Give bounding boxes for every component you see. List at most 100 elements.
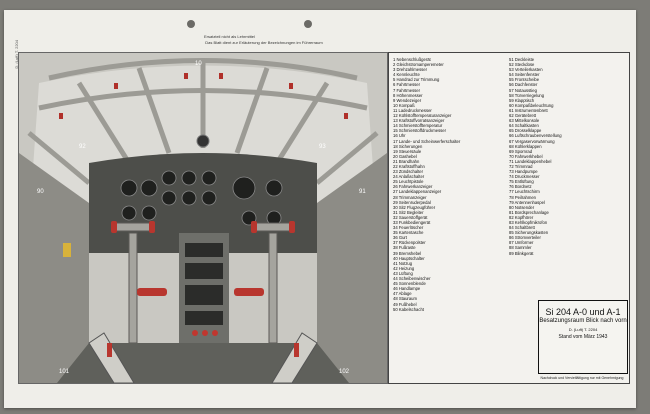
figure-label: 10 — [195, 61, 202, 67]
legend-item: 67 Vergaservorwärmung — [509, 138, 555, 144]
legend-item: 75 Entlüftung — [509, 179, 534, 185]
legend-item: 54 Seitenfenster — [509, 72, 540, 78]
legend-item: 10 Kompaß — [393, 102, 415, 108]
legend-item: 35 Kartentasche — [393, 230, 424, 236]
legend-item: 46 Handlampe — [393, 286, 421, 292]
legend-item: 37 Rückenpolster — [393, 240, 426, 246]
figure-label: 93 — [319, 144, 326, 150]
legend-item: 23 Zündschalter — [393, 169, 424, 175]
title-block-subtitle: Besatzungsraum Blick nach vorn — [539, 318, 627, 324]
legend-item: 41 Notzug — [393, 260, 413, 266]
legend-item: 33 Funkbediengerät — [393, 220, 431, 225]
legend-item: 30 Sitz Flugzeugführer — [393, 204, 436, 210]
legend-item: 15 Schmierstoffdruckmesser — [393, 128, 446, 134]
legend-item: 53 Verteilerkasten — [509, 67, 543, 73]
legend-item: 50 Kabelschacht — [393, 306, 424, 312]
figure-label: 90 — [37, 189, 44, 195]
legend-item: 61 Instrumentenbrett — [509, 107, 548, 113]
legend-item: 48 Stauraum — [393, 296, 417, 302]
legend-item: 18 Sicherungen — [393, 143, 423, 149]
legend-item: 65 Drosselklappe — [509, 128, 542, 134]
sheet-caption: Ersatzteil nicht als Lehrmittel — [204, 34, 255, 39]
legend-item: 5 Handrad zur Trimmung — [393, 77, 440, 83]
legend-item: 9 Wendezeiger — [393, 97, 422, 103]
cockpit-drawing: 10 90 91 92 93 101 102 — [19, 53, 387, 383]
title-block-date: Stand vom März 1943 — [558, 334, 608, 340]
legend-item: 88 Sammler — [509, 245, 532, 251]
legend-item: 31 Sitz Begleiter — [393, 209, 424, 215]
legend-item: 22 Kraftstoffhahn — [393, 163, 425, 169]
legend-item: 79 Antennenhaspel — [509, 199, 545, 205]
legend-item: 64 Schaltkasten — [509, 123, 539, 129]
legend-item: 78 Peilrahmen — [509, 194, 537, 200]
legend-item: 4 Kennleuchte — [393, 72, 420, 78]
legend-item: 63 Mittelkonsole — [509, 118, 540, 124]
legend-item: 66 Luftschraubenverstellung — [509, 133, 562, 139]
title-block: Si 204 A-0 und A-1 Besatzungsraum Blick … — [538, 300, 628, 374]
legend-item: 89 Blinkgerät — [509, 250, 534, 256]
legend-item: 60 Kompaßbeleuchtung — [509, 102, 554, 108]
legend-item: 7 Fahrtmesser — [393, 87, 420, 93]
legend-item: 87 Umformer — [509, 240, 534, 246]
legend-item: 43 Lüftung — [393, 270, 413, 276]
title-block-code: D. (Luft) T. 2204 — [568, 327, 598, 332]
legend-item: 34 Feuerlöscher — [393, 225, 424, 231]
footnote: Nachdruck und Vervielfältigung nur mit G… — [540, 376, 624, 380]
legend-item: 32 Sauerstoffgerät — [393, 214, 428, 220]
legend-item: 80 Notsender — [509, 204, 535, 210]
legend-item: 85 Sicherungskasten — [509, 230, 549, 236]
figure-label: 92 — [79, 144, 86, 150]
legend-item: 71 Landeklappenhebel — [509, 158, 552, 164]
legend-item: 69 Spornrad — [509, 148, 533, 154]
sheet-subcaption: Das Blatt dient zur Erläuterung der Beze… — [205, 40, 323, 45]
legend-item: 38 Fußraste — [393, 245, 416, 251]
legend-item: 73 Handpumpe — [509, 169, 538, 175]
legend-item: 51 Deckleiste — [509, 57, 535, 62]
legend-item: 62 Gerätebrett — [509, 113, 537, 119]
figure-label: 101 — [59, 369, 70, 375]
legend-item: 11 Ladedruckmesser — [393, 107, 432, 113]
legend-item: 28 Trimmanzeiger — [393, 194, 427, 200]
legend-item: 26 Fahrwerkanzeiger — [393, 184, 433, 190]
legend-item: 81 Bordsprechanlage — [509, 209, 549, 215]
figure-label: 91 — [359, 189, 366, 195]
legend-item: 49 Fußhebel — [393, 301, 417, 307]
legend-item: 1 Nebenschlußgerät — [393, 57, 431, 62]
legend-item: 58 Türverriegelung — [509, 92, 545, 98]
punch-hole — [187, 20, 195, 28]
legend-item: 45 Sonnenblende — [393, 281, 426, 287]
title-block-title: Si 204 A-0 und A-1 — [545, 307, 621, 317]
legend-item: 86 Stromverteiler — [509, 235, 541, 241]
legend-item: 52 Steckdose — [509, 62, 535, 68]
legend-item: 25 Leuchtpistole — [393, 179, 424, 185]
legend-item: 6 Fahrtmesser — [393, 82, 420, 88]
legend-item: 70 Fahrwerkhebel — [509, 153, 543, 159]
legend-item: 47 Ablage — [393, 291, 412, 297]
legend-item: 44 Scheibenwischer — [393, 276, 431, 282]
legend-item: 56 Dachfenster — [509, 82, 538, 88]
legend-item: 19 Steuersäule — [393, 148, 422, 154]
punch-hole — [304, 20, 312, 28]
legend-item: 13 Kraftstoffvorratsanzeiger — [393, 118, 445, 124]
legend-item: 3 Drehzahlmesser — [393, 67, 427, 73]
legend-item: 2 Gleichstromamperemeter — [393, 62, 444, 68]
cockpit-illustration: 10 90 91 92 93 101 102 — [18, 52, 388, 384]
legend-item: 39 Bremshebel — [393, 250, 422, 256]
legend-item: 40 Hauptschalter — [393, 255, 425, 261]
legend-item: 82 Kopfhörer — [509, 214, 534, 220]
legend-item: 72 Trimmrad — [509, 163, 533, 169]
legend-item: 74 Druckmesser — [509, 174, 540, 180]
legend-item: 17 Lande- und Scheinwerferschalter — [393, 138, 461, 144]
legend-item: 16 Uhr — [393, 133, 406, 139]
legend-item: 8 Höhenmesser — [393, 92, 423, 98]
legend-item: 77 Leuchtschirm — [509, 189, 540, 195]
legend-item: 76 Bordnetz — [509, 184, 532, 190]
legend-item: 21 Brandhahn — [393, 158, 420, 164]
legend-item: 12 Kühlstofftemperaturanzeiger — [393, 113, 452, 119]
legend-item: 29 Seitenruderpedal — [393, 199, 431, 205]
legend-item: 57 Notausstieg — [509, 87, 537, 93]
legend-item: 20 Gashebel — [393, 153, 417, 159]
legend-item: 83 Kehlkopfmikrofon — [509, 220, 548, 225]
